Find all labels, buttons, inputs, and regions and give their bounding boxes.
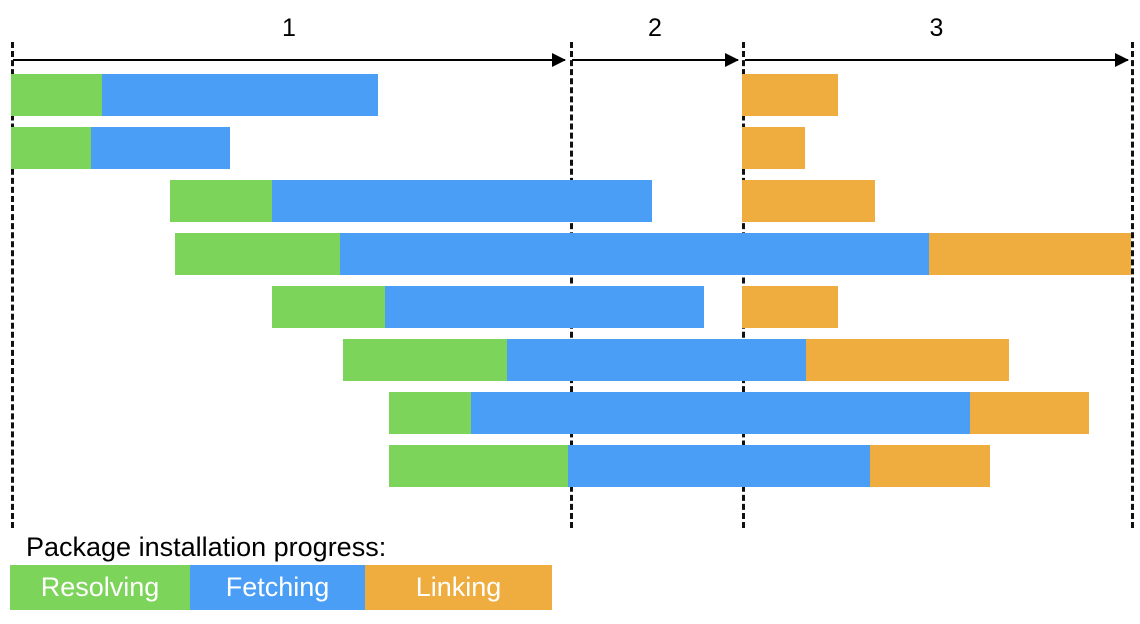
- phase-label-2: 2: [648, 14, 662, 42]
- task-segment-linking: [870, 445, 990, 487]
- phase-arrow-1: [13, 53, 566, 67]
- task-segment-linking: [970, 392, 1089, 434]
- task-segment-linking: [742, 127, 805, 169]
- phase-label-3: 3: [929, 14, 944, 42]
- task-segment-fetching: [471, 392, 970, 434]
- chart-caption: Package installation progress:: [26, 532, 387, 562]
- phase-label-1: 1: [282, 14, 296, 42]
- legend: Resolving Fetching Linking: [10, 565, 552, 610]
- task-segment-fetching: [385, 286, 704, 328]
- task-segment-resolving: [170, 180, 272, 222]
- task-segment-fetching: [91, 127, 230, 169]
- task-segment-linking: [742, 74, 838, 116]
- task-segment-resolving: [389, 392, 471, 434]
- task-segment-fetching: [340, 233, 929, 275]
- task-segment-linking: [929, 233, 1131, 275]
- phase-arrow-2: [572, 53, 739, 67]
- legend-item-label: Resolving: [40, 572, 160, 602]
- phase-arrow-3: [745, 53, 1129, 67]
- task-segment-resolving: [272, 286, 385, 328]
- task-segment-linking: [742, 180, 875, 222]
- legend-item-label: Linking: [415, 572, 502, 602]
- task-segment-resolving: [175, 233, 340, 275]
- task-segment-resolving: [11, 74, 102, 116]
- task-segment-fetching: [102, 74, 378, 116]
- task-segment-fetching: [272, 180, 652, 222]
- guide-line-1: [570, 42, 573, 528]
- guide-line-2: [742, 42, 745, 528]
- task-segment-linking: [742, 286, 838, 328]
- legend-item-resolving[interactable]: Resolving: [10, 565, 190, 610]
- task-segment-resolving: [389, 445, 568, 487]
- task-segment-resolving: [11, 127, 91, 169]
- guide-line-0: [11, 42, 14, 528]
- task-segment-resolving: [343, 339, 507, 381]
- task-segment-linking: [806, 339, 1009, 381]
- guide-line-3: [1131, 42, 1134, 528]
- task-segment-fetching: [507, 339, 806, 381]
- legend-item-linking[interactable]: Linking: [365, 565, 552, 610]
- task-segment-fetching: [568, 445, 870, 487]
- legend-item-fetching[interactable]: Fetching: [190, 565, 365, 610]
- legend-item-label: Fetching: [225, 572, 330, 602]
